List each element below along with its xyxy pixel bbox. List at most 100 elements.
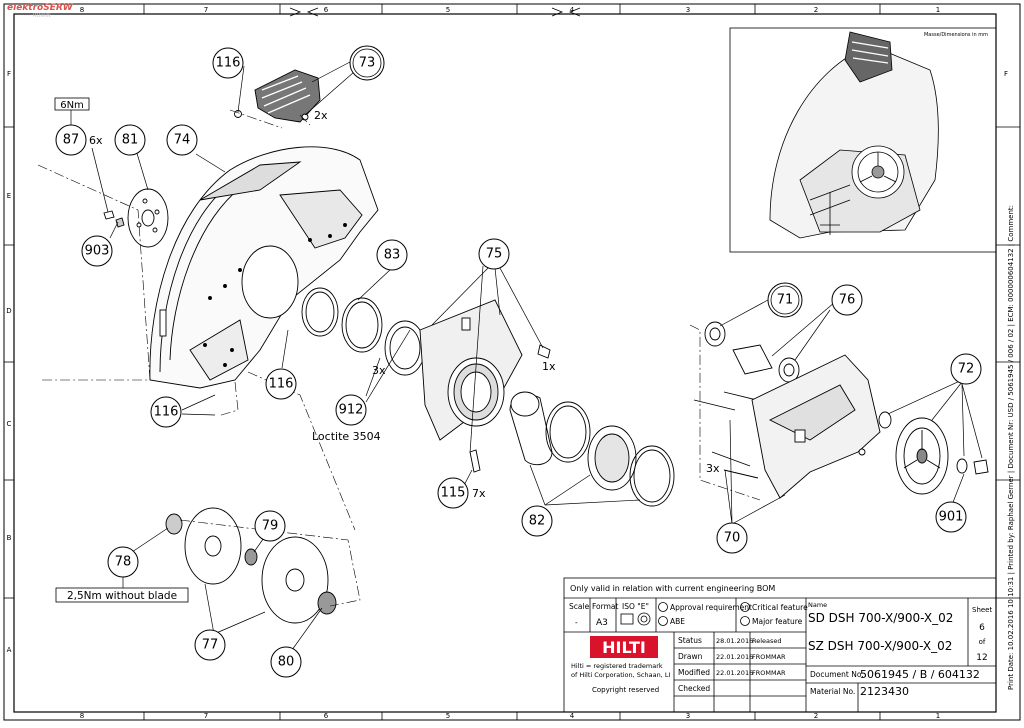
svg-text:Sheet: Sheet [972, 606, 992, 614]
svg-text:4: 4 [570, 712, 575, 720]
callout-balloons [55, 45, 982, 678]
svg-text:8: 8 [80, 6, 84, 14]
svg-text:A: A [7, 646, 12, 654]
svg-text:B: B [7, 534, 12, 542]
quantity-labels: 6x 2x 3x 1x 7x 3x [89, 109, 720, 500]
svg-text:22.01.2016: 22.01.2016 [716, 653, 753, 661]
svg-text:Modified: Modified [678, 668, 710, 677]
svg-text:3x: 3x [372, 364, 386, 377]
svg-text:SZ DSH 700-X/900-X_02: SZ DSH 700-X/900-X_02 [808, 639, 952, 653]
svg-text:8: 8 [80, 712, 84, 720]
svg-text:28.01.2016: 28.01.2016 [716, 637, 753, 645]
svg-text:Critical feature: Critical feature [752, 603, 808, 612]
callout-76 [831, 284, 863, 316]
callout-115 [437, 477, 469, 509]
torque-note-box [54, 97, 90, 111]
svg-text:901: 901 [939, 510, 964, 525]
hilti-logo-text: HILTI [602, 638, 646, 657]
callout-70 [716, 522, 748, 554]
svg-text:ABE: ABE [670, 617, 685, 626]
title-block-grid [563, 577, 997, 713]
svg-text:Status: Status [678, 636, 702, 645]
center-mark-right [551, 7, 581, 17]
svg-text:7: 7 [204, 712, 208, 720]
svg-text:80: 80 [278, 655, 295, 670]
callout-77 [194, 629, 226, 661]
svg-text:Released: Released [752, 637, 782, 645]
watermark: elektroSERW ROWIN [3, 2, 89, 20]
svg-text:6: 6 [324, 712, 329, 720]
svg-text:6: 6 [324, 6, 329, 14]
dimensions-note: Masse/Dimensions in mm [924, 32, 988, 38]
svg-text:F: F [1004, 70, 1008, 78]
svg-text:5: 5 [446, 712, 450, 720]
svg-text:87: 87 [63, 133, 80, 148]
svg-text:FROMMAR: FROMMAR [752, 669, 786, 677]
grid-ticks [4, 4, 1020, 720]
title-block-text: Only valid in relation with current engi… [569, 584, 992, 698]
callout-901 [935, 501, 967, 533]
svg-text:of: of [979, 638, 986, 646]
svg-text:903: 903 [85, 244, 110, 259]
svg-text:5061945 / B / 604132: 5061945 / B / 604132 [860, 668, 980, 681]
inner-border [13, 13, 997, 713]
callout-73 [349, 45, 385, 81]
svg-text:116: 116 [154, 405, 179, 420]
column-labels: 8 7 6 5 4 3 2 1 8 7 6 5 4 3 2 1 [80, 6, 940, 720]
svg-text:70: 70 [724, 531, 741, 546]
svg-text:2: 2 [814, 6, 818, 14]
svg-text:116: 116 [216, 56, 241, 71]
loctite-note: Loctite 3504 [312, 430, 381, 443]
callout-912 [335, 394, 367, 426]
watermark-sub: ROWIN [33, 13, 51, 19]
svg-text:78: 78 [115, 555, 132, 570]
callout-903 [81, 235, 113, 267]
center-lines [37, 109, 761, 607]
svg-text:7x: 7x [472, 487, 486, 500]
svg-text:Scale: Scale [569, 602, 590, 611]
iso-view-assembly [769, 31, 939, 239]
svg-text:82: 82 [529, 514, 546, 529]
svg-text:6x: 6x [89, 134, 103, 147]
svg-text:1: 1 [936, 6, 940, 14]
svg-text:Copyright reserved: Copyright reserved [592, 686, 659, 694]
svg-text:E: E [7, 192, 11, 200]
svg-text:12: 12 [976, 653, 987, 663]
leader-lines [91, 61, 983, 651]
svg-text:Only valid in relation with cu: Only valid in relation with current engi… [570, 584, 775, 593]
callout-75 [478, 238, 510, 270]
callout-83 [376, 239, 408, 271]
svg-text:73: 73 [359, 56, 376, 71]
svg-text:79: 79 [262, 519, 279, 534]
svg-text:C: C [7, 420, 12, 428]
svg-text:Format: Format [592, 602, 618, 611]
svg-text:2x: 2x [314, 109, 328, 122]
svg-text:912: 912 [339, 403, 364, 418]
svg-text:5: 5 [446, 6, 450, 14]
callout-116 [265, 368, 297, 400]
row-labels: F E D C B A F [6, 70, 1008, 654]
svg-text:71: 71 [777, 293, 794, 308]
center-mark-left [289, 7, 319, 17]
svg-text:Checked: Checked [678, 684, 710, 693]
svg-text:D: D [6, 307, 11, 315]
svg-text:115: 115 [441, 486, 466, 501]
svg-text:81: 81 [122, 133, 139, 148]
svg-text:1x: 1x [542, 360, 556, 373]
callout-74 [166, 124, 198, 156]
svg-text:Name: Name [808, 601, 827, 609]
svg-text:72: 72 [958, 362, 975, 377]
callout-116 [212, 47, 244, 79]
svg-text:ISO "E": ISO "E" [622, 602, 649, 611]
blade-torque-note: 2,5Nm without blade [67, 590, 177, 602]
print-info-text: Print Date: 10.02.2016 10:10:31 | Printe… [1007, 205, 1015, 690]
svg-text:A3: A3 [596, 618, 608, 628]
svg-text:74: 74 [174, 133, 191, 148]
exploded-view [103, 69, 989, 624]
callout-81 [114, 124, 146, 156]
svg-text:77: 77 [202, 638, 219, 653]
iso-view-frame [729, 27, 997, 253]
svg-text:Document No.: Document No. [810, 670, 864, 679]
svg-text:Hilti = registered trademark: Hilti = registered trademark [571, 662, 663, 670]
